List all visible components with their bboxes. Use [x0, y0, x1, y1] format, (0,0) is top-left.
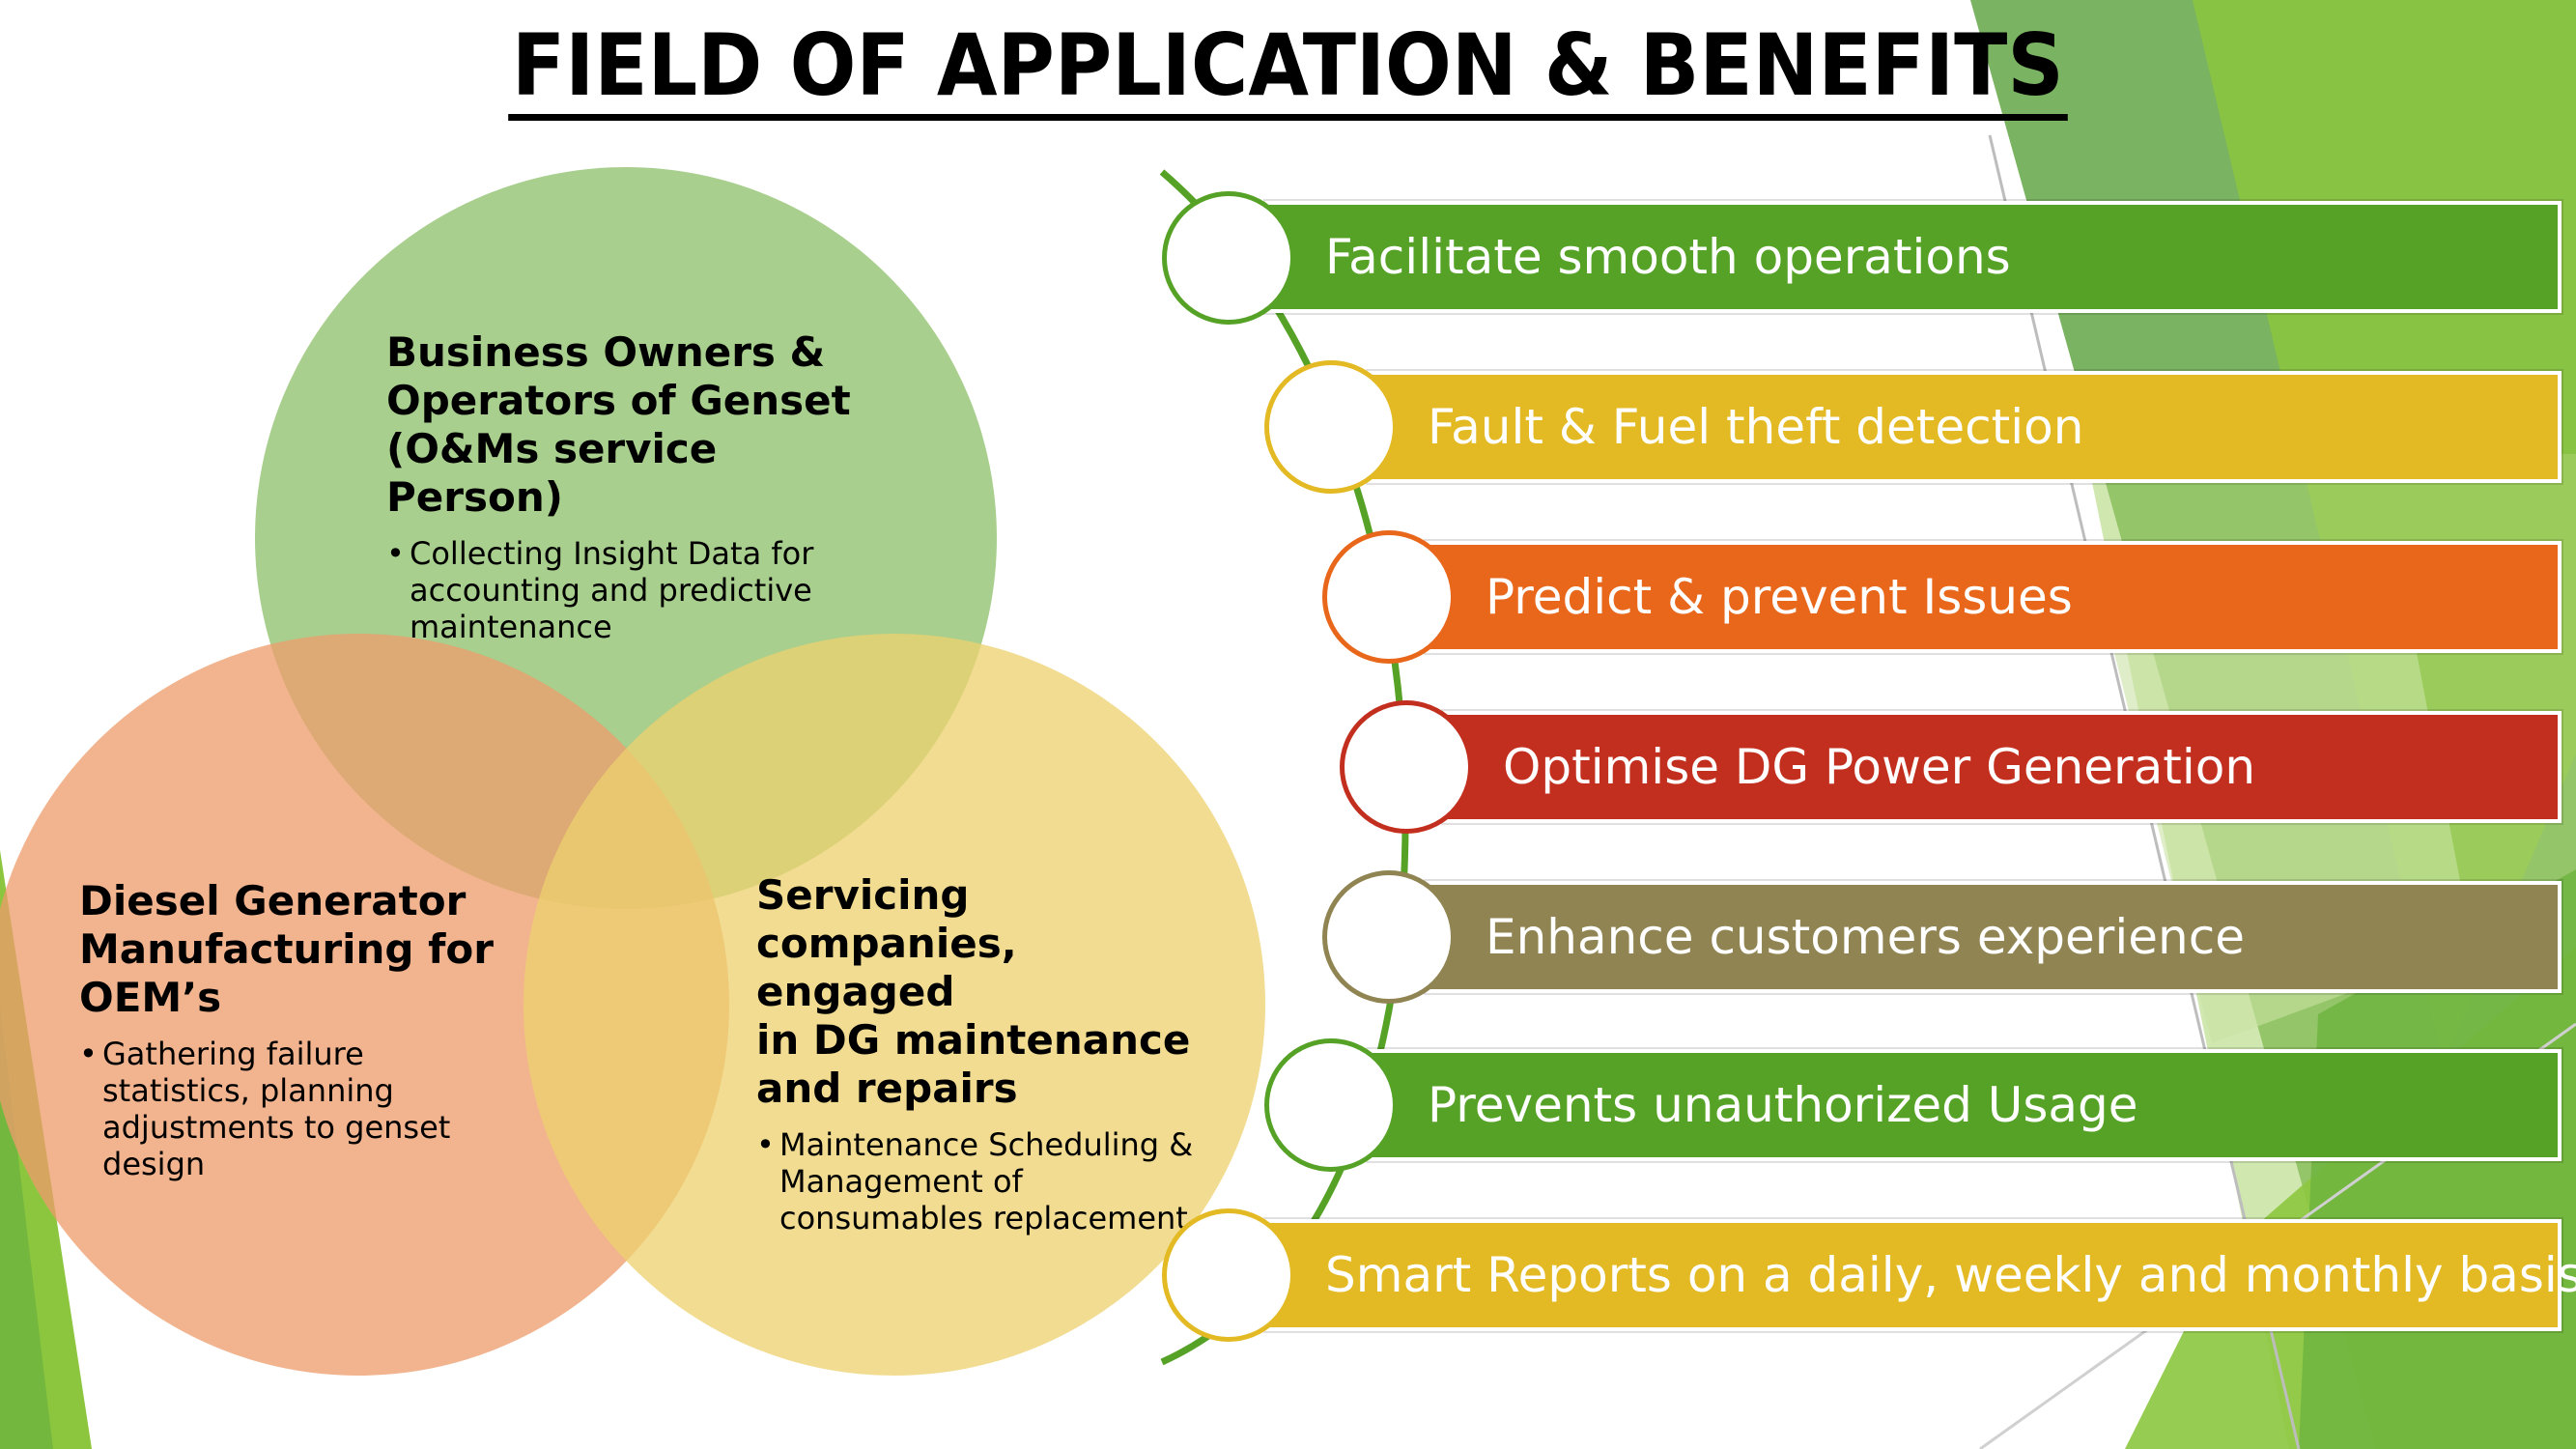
benefit-bar: Prevents unauthorized Usage — [1368, 1049, 2562, 1161]
benefit-label: Facilitate smooth operations — [1325, 229, 2011, 285]
venn-top-bullets: Collecting Insight Data for accounting a… — [386, 535, 889, 645]
venn-left-bullets: Gathering failure statistics, planning a… — [79, 1036, 504, 1182]
benefit-label: Smart Reports on a daily, weekly and mon… — [1325, 1247, 2576, 1303]
venn-top-heading-line: (O&Ms service Person) — [386, 425, 718, 521]
benefit-ring — [1264, 1038, 1398, 1172]
benefit-bar: Optimise DG Power Generation — [1443, 711, 2562, 823]
benefit-ring — [1322, 870, 1456, 1004]
page-title: FIELD OF APPLICATION & BENEFITS — [0, 14, 2576, 121]
benefit-label: Enhance customers experience — [1486, 909, 2245, 965]
venn-top-heading: Business Owners & Operators of Genset (O… — [386, 328, 889, 522]
venn-top-bullet: Collecting Insight Data for accounting a… — [386, 535, 889, 645]
venn-top-heading-line: Operators of Genset — [386, 377, 851, 424]
venn-right-heading: Servicing companies, engaged in DG maint… — [756, 871, 1191, 1112]
benefit-ring — [1322, 530, 1456, 664]
benefit-label: Fault & Fuel theft detection — [1428, 399, 2084, 455]
benefit-label: Prevents unauthorized Usage — [1428, 1077, 2138, 1133]
benefit-ring — [1340, 700, 1473, 834]
venn-top-heading-line: Business Owners & — [386, 328, 826, 376]
venn-right-bullet: Maintenance Scheduling & Management of c… — [756, 1126, 1220, 1236]
benefit-bar: Facilitate smooth operations — [1265, 201, 2562, 313]
venn-circle-left — [0, 634, 729, 1376]
benefit-bar: Fault & Fuel theft detection — [1368, 371, 2562, 483]
benefit-label: Predict & prevent Issues — [1486, 569, 2073, 625]
venn-left-text: Diesel Generator Manufacturing for OEM’s… — [79, 877, 504, 1182]
benefit-ring — [1264, 360, 1398, 494]
venn-right-bullets: Maintenance Scheduling & Management of c… — [756, 1126, 1220, 1236]
benefit-ring — [1162, 191, 1295, 325]
venn-top-text: Business Owners & Operators of Genset (O… — [386, 328, 889, 645]
benefit-bar: Predict & prevent Issues — [1426, 541, 2562, 653]
venn-left-bullet: Gathering failure statistics, planning a… — [79, 1036, 504, 1182]
benefit-label: Optimise DG Power Generation — [1503, 739, 2256, 795]
venn-left-heading: Diesel Generator Manufacturing for OEM’s — [79, 877, 494, 1021]
benefit-bar: Smart Reports on a daily, weekly and mon… — [1265, 1219, 2576, 1331]
benefit-ring — [1162, 1208, 1295, 1342]
benefit-bar: Enhance customers experience — [1426, 881, 2562, 993]
venn-right-text: Servicing companies, engaged in DG maint… — [756, 871, 1220, 1236]
